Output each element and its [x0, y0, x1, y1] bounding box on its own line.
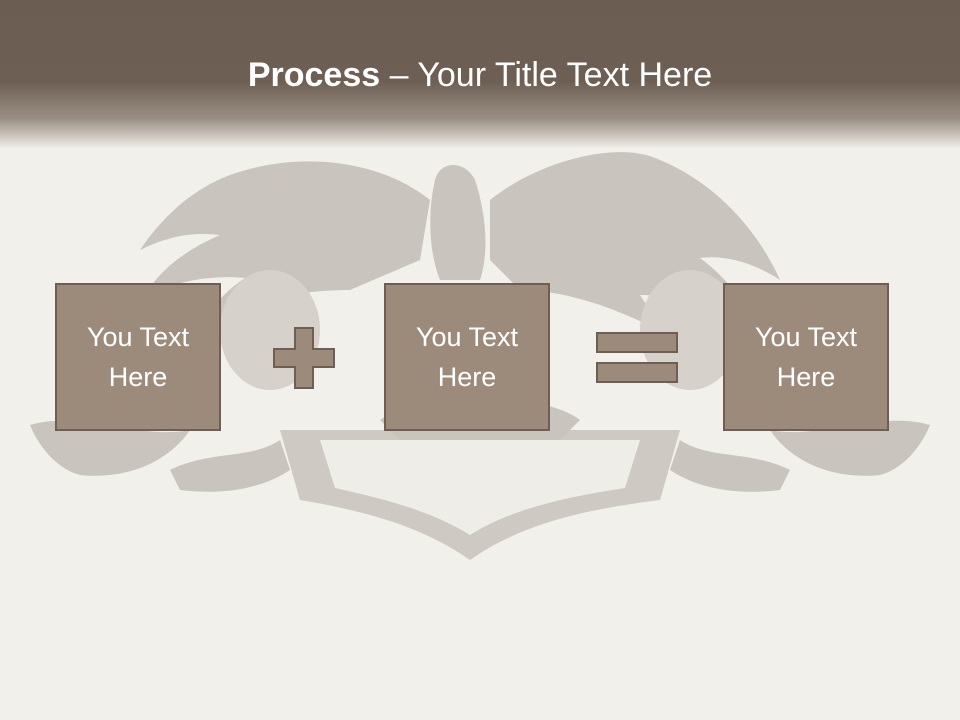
process-box-2-text: You Text Here [415, 322, 519, 392]
process-box-2: You Text Here [384, 283, 550, 431]
plus-icon [273, 327, 335, 389]
title-rest: – Your Title Text Here [380, 56, 713, 94]
process-box-1: You Text Here [55, 283, 221, 431]
process-box-3: You Text Here [723, 283, 889, 431]
equals-icon [596, 332, 678, 383]
title-bar [0, 0, 960, 148]
process-box-1-text: You Text Here [86, 322, 190, 392]
process-box-3-text: You Text Here [754, 322, 858, 392]
slide-title: Process – Your Title Text Here [0, 52, 960, 98]
eagle-crest-watermark [30, 152, 930, 560]
title-bold: Process [247, 56, 381, 94]
